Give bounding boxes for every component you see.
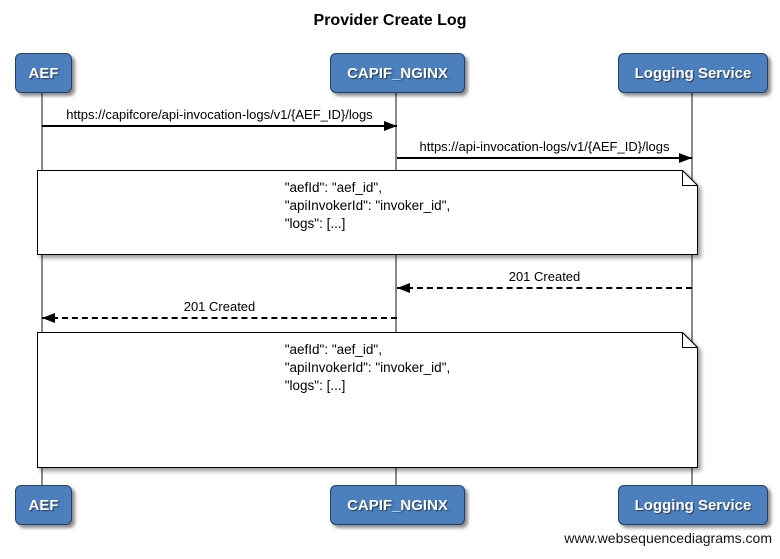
actor-label: Logging Service: [634, 64, 752, 82]
actor-label: AEF: [28, 64, 59, 82]
note-line: "aefId": "aef_id",: [284, 180, 382, 195]
actor-label: AEF: [28, 496, 59, 514]
lifeline-logging-service: [691, 93, 693, 485]
message-label-create-log-request: https://capifcore/api-invocation-logs/v1…: [66, 107, 373, 122]
arrowhead-left-icon: [397, 283, 410, 293]
note-line: "logs": [...]: [284, 216, 346, 231]
lifeline-aef: [41, 93, 43, 485]
actor-logging-service-bottom: Logging Service: [618, 485, 768, 525]
message-label-201-created-aef: 201 Created: [183, 299, 256, 314]
message-arrow-201-created-logging: [397, 283, 692, 293]
actor-aef-bottom: AEF: [15, 485, 72, 525]
message-label-201-created-logging: 201 Created: [508, 269, 581, 284]
actor-label: CAPIF_NGINX: [347, 496, 448, 514]
message-arrow-forward-request: [397, 153, 692, 163]
lifeline-capif-nginx: [395, 93, 397, 485]
note-text: "aefId": "aef_id", "apiInvokerId": "invo…: [37, 332, 698, 395]
diagram-title: Provider Create Log: [313, 12, 467, 29]
note-line: "apiInvokerId": "invoker_id",: [284, 198, 451, 213]
arrowhead-right-icon: [679, 153, 692, 163]
actor-label: Logging Service: [634, 496, 752, 514]
arrowhead-left-icon: [42, 313, 55, 323]
dogear-fold-icon: [682, 332, 698, 348]
note-outline: [37, 332, 698, 468]
dogear-fold-icon: [682, 170, 698, 186]
message-arrow-create-log-request: [42, 121, 397, 131]
arrowhead-right-icon: [384, 121, 397, 131]
note-response-body: "aefId": "aef_id", "apiInvokerId": "invo…: [37, 332, 698, 468]
watermark: www.websequencediagrams.com: [564, 530, 772, 546]
message-label-forward-request: https://api-invocation-logs/v1/{AEF_ID}/…: [419, 139, 670, 154]
note-line: "aefId": "aef_id",: [284, 342, 382, 357]
note-request-body: "aefId": "aef_id", "apiInvokerId": "invo…: [37, 170, 698, 255]
message-arrow-201-created-aef: [42, 313, 397, 323]
note-outline: [37, 170, 698, 255]
note-line: "logs": [...]: [284, 378, 346, 393]
actor-capif-nginx-bottom: CAPIF_NGINX: [330, 485, 465, 525]
actor-label: CAPIF_NGINX: [347, 64, 448, 82]
actor-capif-nginx-top: CAPIF_NGINX: [330, 53, 465, 93]
actor-logging-service-top: Logging Service: [618, 53, 768, 93]
note-text: "aefId": "aef_id", "apiInvokerId": "invo…: [37, 170, 698, 233]
note-line: "apiInvokerId": "invoker_id",: [284, 360, 451, 375]
actor-aef-top: AEF: [15, 53, 72, 93]
